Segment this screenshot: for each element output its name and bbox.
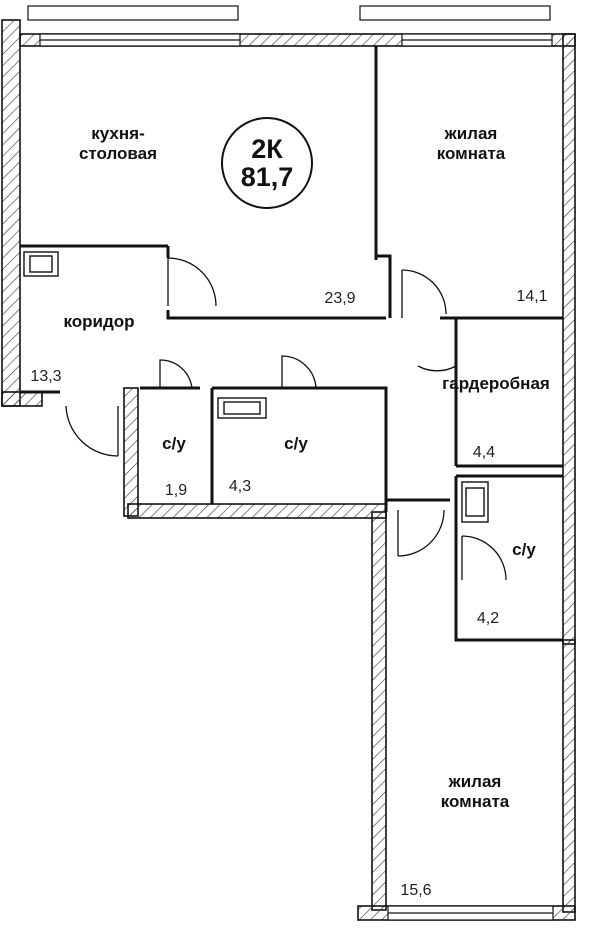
room-area-living1: 14,1 [516, 288, 548, 305]
room-name-living1: жилая комната [436, 124, 506, 163]
room-area-corridor: 13,3 [30, 368, 62, 385]
wall-left-upper [1, 19, 21, 407]
wall-right-lower [562, 639, 576, 913]
apartment-total-area: 81,7 [240, 162, 294, 192]
door-kitchen [167, 257, 217, 307]
door-bath1 [159, 359, 193, 389]
room-name-living2: жилая комната [440, 772, 510, 811]
wall-left-lower [371, 511, 387, 911]
door-living2 [397, 509, 445, 557]
room-area-bath1: 1,9 [164, 482, 188, 499]
interior-walls [20, 46, 563, 642]
door-entrance [65, 405, 119, 457]
door-wardrobe [417, 365, 457, 372]
room-name-bath3: с/у [512, 540, 536, 559]
wall-right [562, 33, 576, 645]
wall-bath-bottom [127, 503, 387, 519]
wall-left-bottom-stub [1, 391, 43, 407]
room-area-living2: 15,6 [400, 882, 432, 899]
room-area-bath3: 4,2 [476, 610, 500, 627]
room-name-wardrobe: гардеробная [442, 374, 550, 393]
room-area-kitchen: 23,9 [324, 290, 356, 307]
room-name-kitchen: кухня- столовая [78, 124, 158, 163]
room-area-bath2: 4,3 [228, 478, 252, 495]
apartment-badge: 2К 81,7 [221, 117, 313, 209]
door-bath3 [461, 535, 507, 581]
doors [65, 257, 507, 581]
apartment-type: 2К [251, 133, 283, 164]
door-bath2 [281, 355, 317, 389]
room-name-bath1: с/у [162, 434, 186, 453]
fixtures [23, 251, 489, 523]
room-name-bath2: с/у [284, 434, 308, 453]
room-area-wardrobe: 4,4 [472, 444, 496, 461]
windows [27, 5, 554, 921]
room-name-corridor: коридор [63, 312, 135, 331]
exterior-walls [1, 19, 576, 921]
wall-bath-left [123, 387, 139, 517]
door-living1 [401, 269, 447, 318]
